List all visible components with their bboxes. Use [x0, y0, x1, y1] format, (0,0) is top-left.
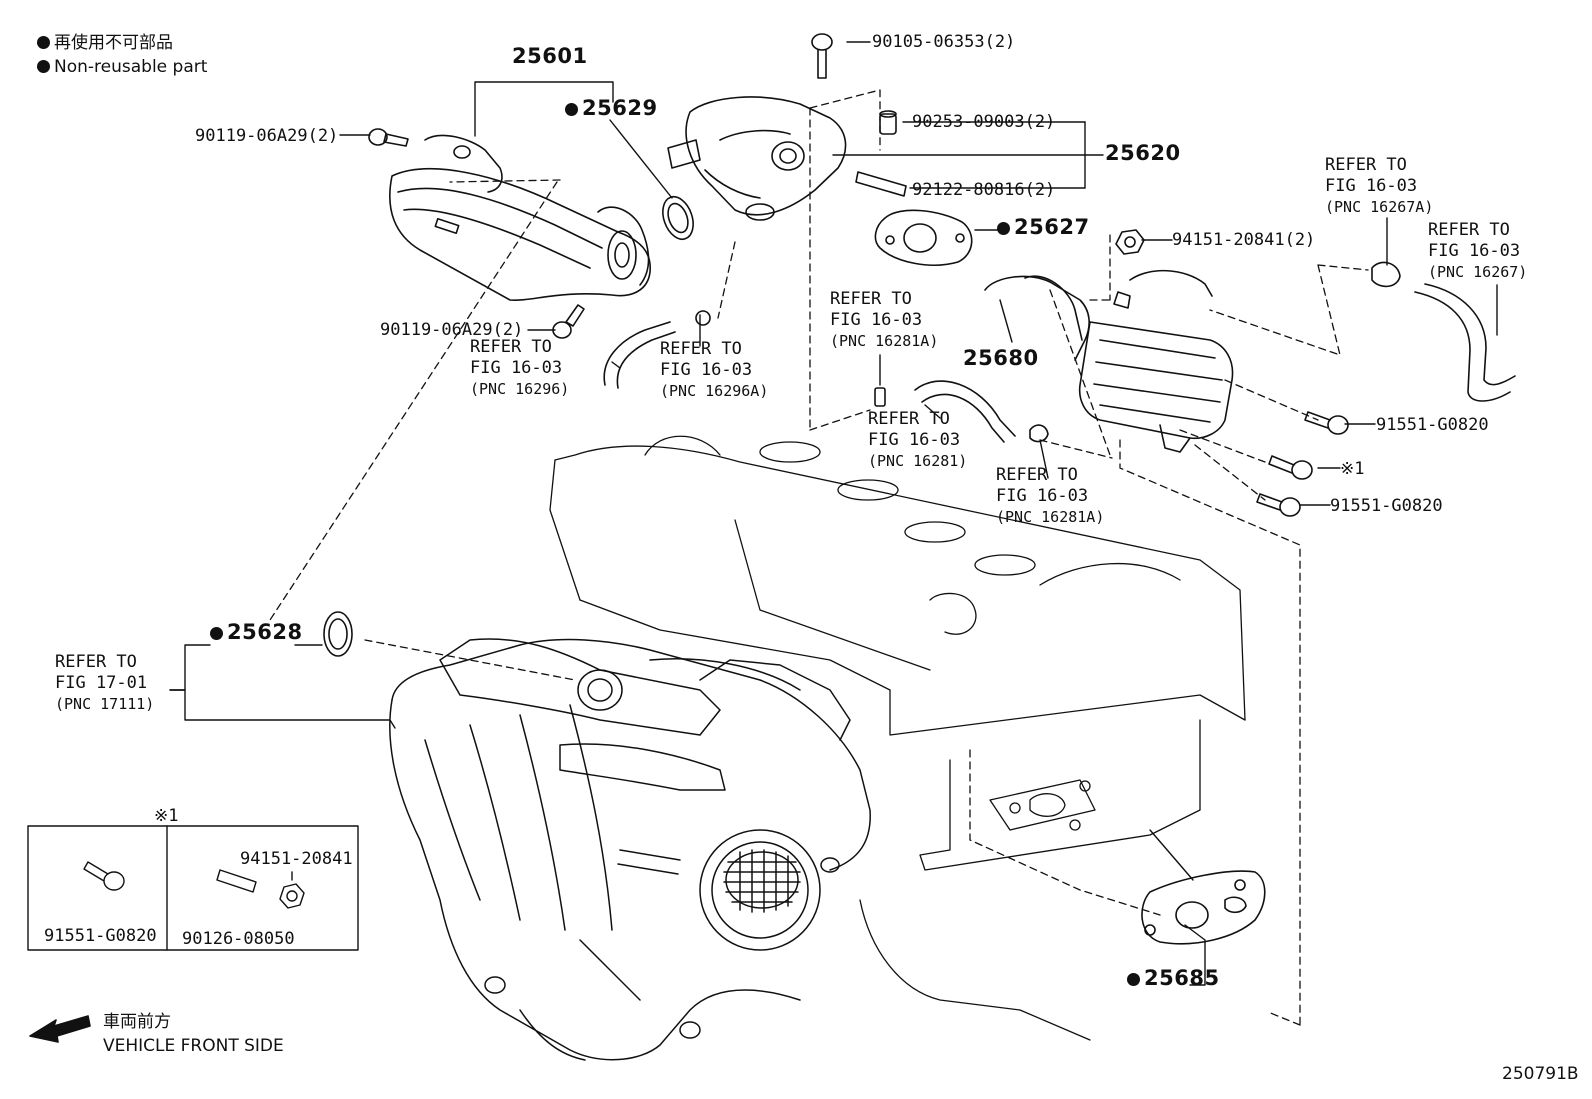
- refer-line-2: FIG 16-03: [1325, 176, 1418, 196]
- part-label-90105-06353[interactable]: 90105-06353(2): [872, 32, 1016, 52]
- refer-line-3: (PNC 16267A): [1325, 198, 1434, 216]
- refer-line-1: REFER TO: [1325, 155, 1407, 175]
- leader-lines: [169, 41, 1498, 986]
- egr-cooler-25680-drawing: [984, 269, 1234, 453]
- part-label-25628[interactable]: 25628: [210, 622, 303, 643]
- figure-id: 250791B: [1502, 1064, 1579, 1084]
- part-label-25627[interactable]: 25627: [997, 217, 1090, 238]
- inset-label-94151-20841[interactable]: 94151-20841: [240, 849, 353, 869]
- refer-line-3: (PNC 17111): [55, 695, 155, 713]
- engine-outline-drawing: [549, 435, 1246, 1041]
- gasket-25627-drawing: [874, 209, 973, 266]
- bolt-91551-upper-drawing: [1304, 411, 1349, 435]
- part-label-91551-g0820-upper[interactable]: 91551-G0820: [1376, 415, 1489, 435]
- inset-box-drawing: [27, 825, 359, 951]
- refer-line-3: (PNC 16296A): [660, 382, 769, 400]
- refer-line-3: (PNC 16281A): [996, 508, 1105, 526]
- part-label-25685[interactable]: 25685: [1127, 968, 1220, 989]
- clip-16296a-drawing: [695, 310, 711, 326]
- part-label-91551-g0820-lower[interactable]: 91551-G0820: [1330, 496, 1443, 516]
- bolt-90119-bottom-drawing: [552, 304, 585, 339]
- part-label-90253-09003[interactable]: 90253-09003(2): [912, 112, 1056, 132]
- legend-en: Non-reusable part: [37, 57, 207, 77]
- bolt-note1-drawing: [1268, 455, 1313, 480]
- clip-16267a-drawing: [1371, 261, 1401, 288]
- direction-en: VEHICLE FRONT SIDE: [103, 1036, 284, 1056]
- refer-line-1: REFER TO: [55, 652, 137, 672]
- refer-line-1: REFER TO: [1428, 220, 1510, 240]
- direction-jp: 車両前方: [103, 1012, 171, 1032]
- stud-92122-drawing: [855, 171, 907, 197]
- refer-line-1: REFER TO: [830, 289, 912, 309]
- egr-pipe-25601-drawing: [389, 134, 651, 302]
- pin-90253-drawing: [879, 110, 897, 135]
- bolt-91551-lower-drawing: [1256, 493, 1301, 517]
- refer-line-2: FIG 16-03: [868, 430, 961, 450]
- part-label-25629[interactable]: 25629: [565, 98, 658, 119]
- refer-line-2: FIG 17-01: [55, 673, 148, 693]
- bolt-90105-drawing: [811, 33, 833, 79]
- hose-16296-drawing: [603, 321, 676, 389]
- hose-16267-drawing: [1414, 283, 1516, 402]
- part-label-25680[interactable]: 25680: [963, 346, 1039, 370]
- bolt-90119-top-drawing: [368, 128, 409, 147]
- refer-pnc-16296a[interactable]: REFER TO FIG 16-03 (PNC 16296A): [660, 339, 768, 402]
- refer-pnc-16267[interactable]: REFER TO FIG 16-03 (PNC 16267): [1428, 220, 1527, 283]
- refer-line-3: (PNC 16281): [868, 452, 968, 470]
- gasket-25629-drawing: [662, 195, 694, 241]
- part-label-90119-06a29-top[interactable]: 90119-06A29(2): [195, 126, 339, 146]
- inset-label-90126-08050[interactable]: 90126-08050: [182, 929, 295, 949]
- refer-line-1: REFER TO: [996, 465, 1078, 485]
- vehicle-front-arrow: [29, 1015, 91, 1043]
- refer-line-2: FIG 16-03: [660, 360, 753, 380]
- refer-line-3: (PNC 16267): [1428, 263, 1528, 281]
- egr-valve-25620-drawing: [667, 96, 847, 221]
- gasket-25685-drawing: [1141, 870, 1266, 945]
- nut-94151-drawing: [1115, 229, 1145, 255]
- refer-pnc-16281a-bottom[interactable]: REFER TO FIG 16-03 (PNC 16281A): [996, 465, 1104, 528]
- inset-label-91551-g0820[interactable]: 91551-G0820: [44, 926, 157, 946]
- clip-16281a-bottom-drawing: [1029, 424, 1049, 443]
- refer-pnc-16281a-top[interactable]: REFER TO FIG 16-03 (PNC 16281A): [830, 289, 938, 352]
- part-label-94151-20841-x2[interactable]: 94151-20841(2): [1172, 230, 1316, 250]
- refer-line-3: (PNC 16296): [470, 380, 570, 398]
- refer-line-2: FIG 16-03: [470, 358, 563, 378]
- gasket-25628-drawing: [323, 611, 353, 657]
- refer-line-1: REFER TO: [868, 409, 950, 429]
- intake-manifold-drawing: [389, 638, 871, 1061]
- part-label-92122-80816[interactable]: 92122-80816(2): [912, 180, 1056, 200]
- hose-16281-drawing: [914, 380, 1016, 443]
- inset-title: ※1: [154, 806, 179, 826]
- note-1-marker: ※1: [1340, 459, 1365, 479]
- refer-pnc-16267a[interactable]: REFER TO FIG 16-03 (PNC 16267A): [1325, 155, 1433, 218]
- part-label-25601[interactable]: 25601: [512, 44, 588, 68]
- part-label-25620[interactable]: 25620: [1105, 141, 1181, 165]
- refer-pnc-16281[interactable]: REFER TO FIG 16-03 (PNC 16281): [868, 409, 967, 472]
- refer-line-1: REFER TO: [470, 337, 552, 357]
- refer-line-3: (PNC 16281A): [830, 332, 939, 350]
- refer-line-2: FIG 16-03: [830, 310, 923, 330]
- refer-line-2: FIG 16-03: [996, 486, 1089, 506]
- legend-jp: 再使用不可部品: [37, 33, 173, 53]
- refer-pnc-16296[interactable]: REFER TO FIG 16-03 (PNC 16296): [470, 337, 569, 400]
- part-label-90119-06a29-bottom[interactable]: 90119-06A29(2): [380, 320, 524, 340]
- refer-pnc-17111[interactable]: REFER TO FIG 17-01 (PNC 17111): [55, 652, 154, 715]
- refer-line-1: REFER TO: [660, 339, 742, 359]
- clip-16281a-top-drawing: [874, 387, 886, 407]
- refer-line-2: FIG 16-03: [1428, 241, 1521, 261]
